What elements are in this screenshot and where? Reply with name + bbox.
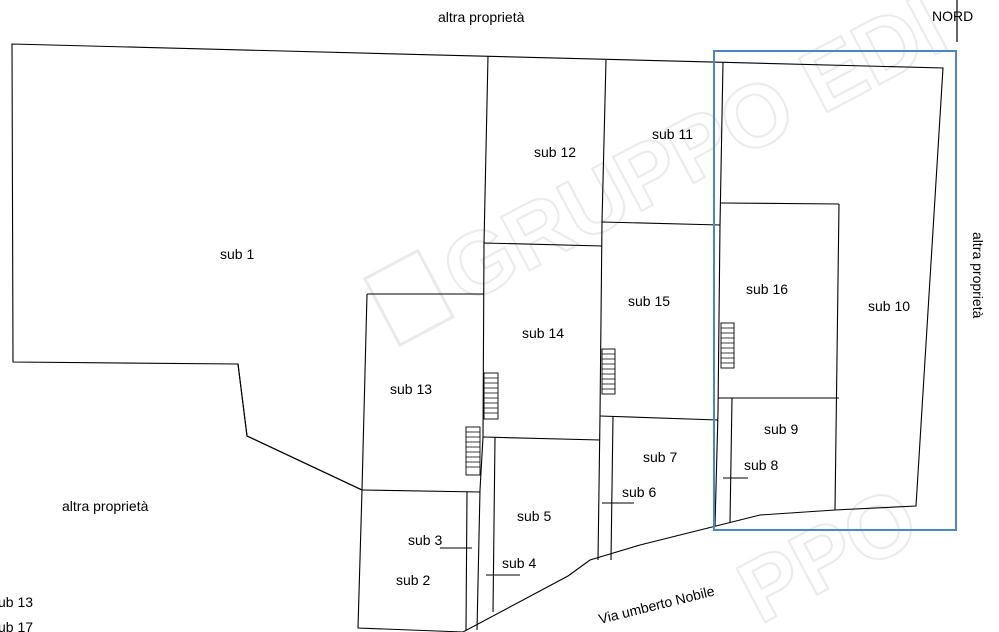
leader-lines — [440, 477, 748, 576]
unit-label-sub15: sub 15 — [628, 293, 670, 309]
wall-col-b2 — [465, 491, 468, 631]
highlight-box — [713, 50, 957, 531]
unit-label-sub2: sub 2 — [396, 572, 430, 588]
unit-label-sub5: sub 5 — [517, 508, 551, 524]
wall-col-h — [834, 203, 840, 511]
unit-label-sub1: sub 1 — [220, 246, 254, 262]
watermark: GRUPPO EDI PPO — [362, 0, 962, 632]
unit-label-sub13: sub 13 — [390, 381, 432, 397]
wall-col-c — [492, 436, 496, 613]
staircase-treads — [466, 327, 734, 468]
wall-row-3 — [483, 242, 603, 247]
watermark-text: GRUPPO EDI — [426, 0, 960, 322]
unit-label-sub4: sub 4 — [502, 555, 536, 571]
sub1-boundary — [237, 363, 363, 491]
north-label: NORD — [932, 8, 973, 24]
unit-label-sub6: sub 6 — [622, 484, 656, 500]
wall-col-g — [729, 397, 733, 524]
unit-label-sub8: sub 8 — [744, 457, 778, 473]
wall-col-b — [476, 55, 489, 631]
unit-label-sub14: sub 14 — [522, 325, 564, 341]
wall-col-a — [361, 293, 368, 491]
wall-row-5 — [601, 221, 721, 226]
unit-label-sub16: sub 16 — [746, 281, 788, 297]
unit-label-sub10: sub 10 — [868, 298, 910, 314]
legend-item-2: ub 17 — [0, 619, 33, 632]
wall-col-f — [714, 61, 724, 527]
wall-row-2 — [361, 489, 481, 493]
staircase-icon — [465, 322, 735, 476]
wall-col-e — [610, 415, 614, 561]
unit-label-sub12: sub 12 — [534, 144, 576, 160]
unit-label-sub11: sub 11 — [652, 126, 693, 142]
right-neighbor-label: altra proprietà — [970, 232, 986, 319]
wall-col-d — [597, 59, 607, 561]
watermark-logo-icon — [362, 248, 456, 348]
legend-item-1: ub 13 — [0, 594, 33, 610]
top-neighbor-label: altra proprietà — [438, 9, 525, 25]
watermark-text-2: PPO — [722, 467, 933, 632]
wall-row-4 — [482, 436, 601, 441]
left-neighbor-label: altra proprietà — [62, 498, 149, 514]
wall-row-7 — [719, 202, 840, 205]
unit-label-sub3: sub 3 — [408, 532, 442, 548]
unit-label-sub9: sub 9 — [764, 421, 798, 437]
street-label: Via umberto Nobile — [597, 583, 716, 627]
wall-row-6 — [599, 415, 719, 421]
unit-label-sub7: sub 7 — [643, 449, 677, 465]
